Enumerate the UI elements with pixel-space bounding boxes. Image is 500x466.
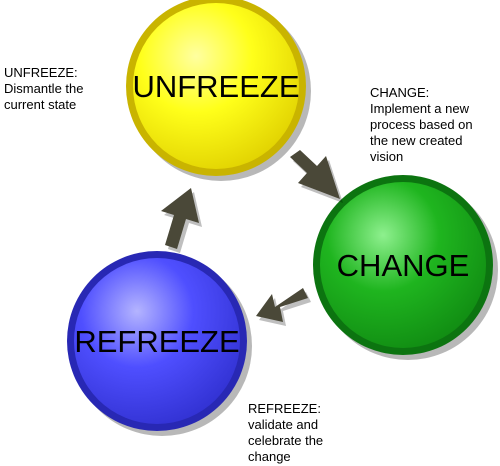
unfreeze-circle-label: UNFREEZE <box>132 69 299 104</box>
change-description-line: vision <box>370 149 404 164</box>
unfreeze-description: UNFREEZE: Dismantle the current state <box>4 65 83 113</box>
refreeze-description-line: celebrate the <box>248 433 324 448</box>
refreeze-circle: REFREEZE <box>67 251 247 431</box>
change-description: CHANGE: Implement a new process based on… <box>370 85 473 165</box>
unfreeze-circle: UNFREEZE <box>126 0 306 176</box>
refreeze-description: REFREEZE: validate and celebrate the cha… <box>248 401 323 465</box>
refreeze-circle-face <box>74 258 240 424</box>
refreeze-description-line: REFREEZE: <box>248 401 321 416</box>
change-description-line: process based on <box>370 117 473 132</box>
change-circle: CHANGE <box>313 175 493 355</box>
unfreeze-circle-face <box>133 3 299 169</box>
arrows <box>161 150 343 326</box>
refreeze-circle-label: REFREEZE <box>74 324 239 359</box>
unfreeze-description-line: current state <box>4 97 77 112</box>
arrow-refreeze-to-unfreeze <box>161 188 202 253</box>
refreeze-description-line: change <box>248 449 291 464</box>
change-description-line: the new created <box>370 133 463 148</box>
unfreeze-description-line: Dismantle the <box>4 81 84 96</box>
change-description-line: Implement a new <box>370 101 469 116</box>
change-description-line: CHANGE: <box>370 85 430 100</box>
change-circle-label: CHANGE <box>337 248 470 283</box>
refreeze-description-line: validate and <box>248 417 319 432</box>
arrow-change-to-refreeze <box>256 288 311 326</box>
change-circle-face <box>320 182 486 348</box>
arrow-unfreeze-to-change <box>290 150 343 203</box>
unfreeze-description-line: UNFREEZE: <box>4 65 78 80</box>
